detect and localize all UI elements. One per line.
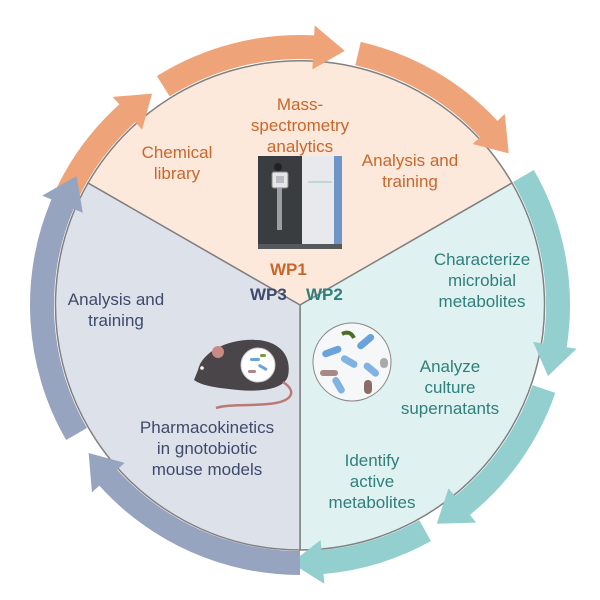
wp3-step-analysis-training: Analysis and training xyxy=(68,290,164,330)
wp1-arrow-3 xyxy=(355,41,509,154)
wp1-step-analysis-training: Analysis and training xyxy=(362,151,458,191)
wp2-step-characterize-line: microbial xyxy=(448,271,516,290)
wp3-step-analysis-training-line: Analysis and xyxy=(68,290,164,309)
wp3-label: WP3 xyxy=(250,285,287,304)
wp3-arrow-2 xyxy=(30,176,87,440)
wp2-step-identify-active: Identify active metabolites xyxy=(329,451,416,512)
wp2-step-analyze-culture-line: supernatants xyxy=(401,399,499,418)
bacteria-culture-icon xyxy=(312,322,392,402)
wp1-step-chemical-library-line: library xyxy=(154,164,201,183)
wp2-label: WP2 xyxy=(306,285,343,304)
wp3-step-pharmacokinetics-line: Pharmacokinetics xyxy=(140,418,274,437)
wp2-step-characterize-line: Characterize xyxy=(434,250,530,269)
wp3-step-pharmacokinetics: Pharmacokinetics in gnotobiotic mouse mode… xyxy=(140,418,274,479)
step-labels: Chemical library Mass-spectrometry analytic… xyxy=(68,95,530,512)
gnotobiotic-mouse-icon xyxy=(194,339,293,410)
wp2-step-identify-active-line: metabolites xyxy=(329,493,416,512)
wp2-step-analyze-culture-line: Analyze xyxy=(420,357,480,376)
wp3-arrow-1 xyxy=(88,452,300,575)
wp1-step-mass-spectrometry-line: analytics xyxy=(267,137,333,156)
wp2-arrow-3 xyxy=(290,520,431,584)
wp3-sector xyxy=(54,181,301,551)
wp1-step-mass-spectrometry-line: spectrometry xyxy=(251,116,350,135)
wp1-arrow-2 xyxy=(156,25,345,97)
wp1-label: WP1 xyxy=(270,260,307,279)
wp1-step-mass-spectrometry-line: Mass- xyxy=(277,95,323,114)
mass-spectrometer-icon xyxy=(258,156,342,249)
wp2-step-characterize-line: metabolites xyxy=(439,292,526,311)
wp2-step-identify-active-line: Identify xyxy=(345,451,400,470)
wp2-arrow-2 xyxy=(436,385,556,524)
wp2-step-characterize: Characterize microbial metabolites xyxy=(434,250,530,311)
wp1-step-chemical-library-line: Chemical xyxy=(142,143,213,162)
wp2-step-analyze-culture: Analyze culture supernatants xyxy=(401,357,499,418)
wp2-sector xyxy=(299,181,546,551)
wp1-step-analysis-training-line: training xyxy=(382,172,438,191)
wp2-step-analyze-culture-line: culture xyxy=(424,378,475,397)
cycle-arrows xyxy=(30,25,577,584)
wp3-step-pharmacokinetics-line: in gnotobiotic xyxy=(157,439,258,458)
wp3-step-pharmacokinetics-line: mouse models xyxy=(152,460,263,479)
wp2-step-identify-active-line: active xyxy=(350,472,394,491)
wp2-arrow-1 xyxy=(513,170,577,377)
wp1-step-analysis-training-line: Analysis and xyxy=(362,151,458,170)
wp1-step-chemical-library: Chemical library xyxy=(142,143,213,183)
wp3-step-analysis-training-line: training xyxy=(88,311,144,330)
wp1-step-mass-spectrometry: Mass-spectrometry analytics xyxy=(251,95,350,156)
